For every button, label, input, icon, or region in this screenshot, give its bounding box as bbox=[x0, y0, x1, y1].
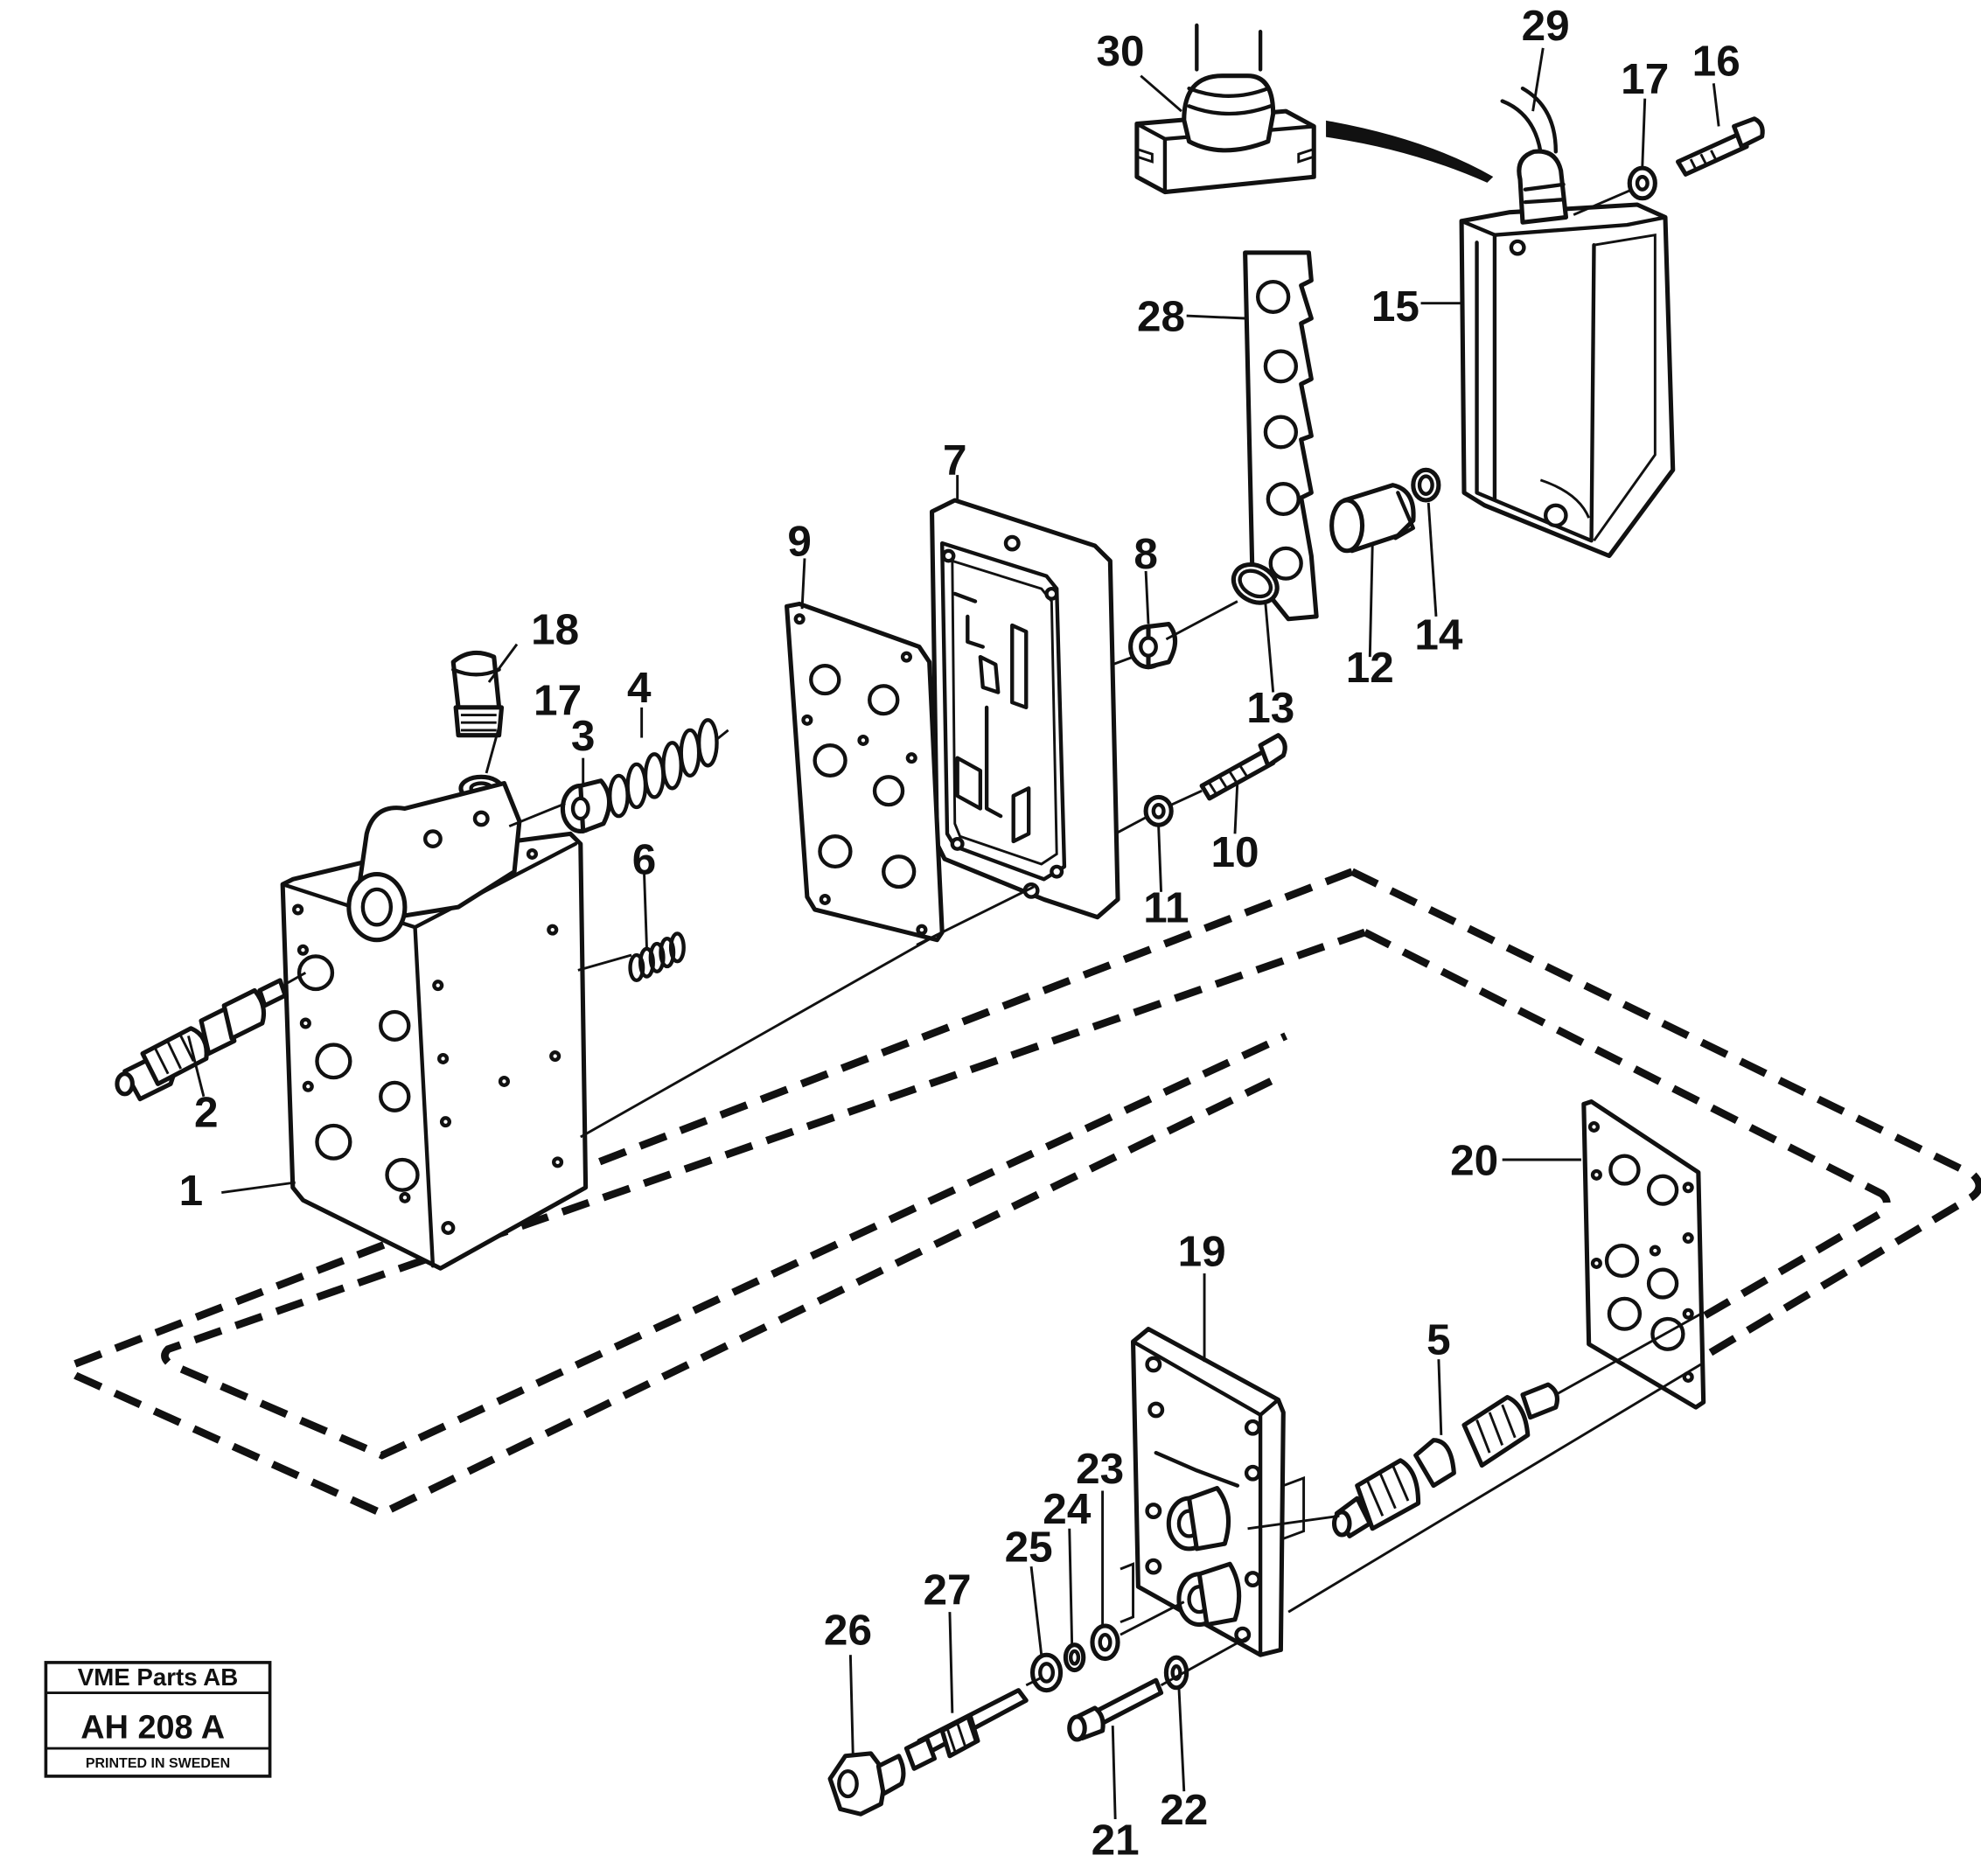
label-part-13: 13 bbox=[1246, 684, 1294, 732]
part-number-labels: 1 2 3 4 5 6 7 8 9 10 11 12 13 14 15 16 1… bbox=[179, 2, 1740, 1864]
label-part-26: 26 bbox=[824, 1607, 872, 1655]
label-part-29: 29 bbox=[1522, 2, 1570, 50]
label-part-17-mid: 17 bbox=[534, 677, 582, 725]
part-14-circlip bbox=[1411, 467, 1441, 503]
label-part-4: 4 bbox=[627, 664, 652, 712]
label-part-18: 18 bbox=[531, 606, 579, 654]
label-part-27: 27 bbox=[923, 1566, 971, 1614]
leader-lines bbox=[187, 47, 1720, 1820]
label-part-23: 23 bbox=[1076, 1445, 1124, 1493]
part-24-ring bbox=[1063, 1642, 1086, 1673]
part-15-housing bbox=[1459, 86, 1676, 559]
part-17-washer-top bbox=[1573, 165, 1657, 216]
label-part-2: 2 bbox=[194, 1089, 219, 1137]
label-part-20: 20 bbox=[1450, 1137, 1498, 1185]
label-part-10: 10 bbox=[1210, 828, 1259, 876]
part-20-gasket-plate bbox=[1581, 1099, 1706, 1410]
part-11-washer bbox=[1143, 794, 1174, 827]
label-part-12: 12 bbox=[1346, 644, 1394, 692]
part-8-bushing bbox=[1128, 622, 1178, 670]
part-12-plug bbox=[1329, 483, 1416, 554]
label-part-9: 9 bbox=[787, 518, 812, 566]
part-30-connector-plug bbox=[1134, 23, 1494, 195]
label-part-6: 6 bbox=[632, 836, 657, 884]
part-19-end-cover bbox=[1120, 1327, 1306, 1657]
part-23-seal bbox=[1090, 1623, 1120, 1662]
label-part-8: 8 bbox=[1133, 530, 1158, 578]
part-4-spring bbox=[608, 718, 729, 819]
stamp-printed: PRINTED IN SWEDEN bbox=[86, 1756, 230, 1771]
label-part-17-top: 17 bbox=[1621, 55, 1669, 103]
part-3-seal bbox=[560, 778, 612, 833]
label-part-5: 5 bbox=[1426, 1316, 1451, 1364]
label-part-3: 3 bbox=[571, 712, 596, 760]
part-13-o-ring bbox=[1231, 561, 1280, 605]
label-part-22: 22 bbox=[1160, 1786, 1208, 1834]
assembly-dashed-path bbox=[66, 868, 1981, 1518]
part-16-bolt bbox=[1676, 116, 1765, 177]
stamp-code: AH 208 A bbox=[80, 1709, 225, 1746]
label-part-25: 25 bbox=[1005, 1524, 1053, 1572]
part-28-gasket-strip bbox=[1243, 250, 1319, 622]
part-10-bolt bbox=[1199, 733, 1287, 801]
label-part-11: 11 bbox=[1143, 884, 1189, 932]
part-27-pin bbox=[903, 1688, 1029, 1771]
label-part-28: 28 bbox=[1137, 293, 1185, 341]
part-25-washer bbox=[1029, 1652, 1064, 1693]
label-part-21: 21 bbox=[1092, 1817, 1140, 1865]
stamp-company: VME Parts AB bbox=[78, 1663, 238, 1691]
part-5-spool bbox=[1331, 1382, 1559, 1538]
label-part-1: 1 bbox=[179, 1167, 204, 1215]
part-9-gasket-plate bbox=[785, 601, 945, 943]
label-part-16: 16 bbox=[1692, 38, 1740, 86]
label-part-24: 24 bbox=[1043, 1485, 1092, 1533]
parts-catalog-stamp: VME Parts AB AH 208 A PRINTED IN SWEDEN bbox=[44, 1661, 272, 1778]
part-6-spring bbox=[628, 931, 686, 983]
label-part-19: 19 bbox=[1178, 1228, 1226, 1276]
label-part-14: 14 bbox=[1414, 611, 1463, 659]
label-part-30: 30 bbox=[1096, 27, 1144, 75]
part-7-cover-plate bbox=[929, 498, 1120, 920]
label-part-15: 15 bbox=[1371, 282, 1419, 331]
part-18-sensor bbox=[450, 650, 505, 738]
part-21-bolt bbox=[1067, 1677, 1164, 1742]
part-26-plug bbox=[827, 1751, 906, 1817]
label-part-7: 7 bbox=[943, 436, 967, 485]
part-1-valve-body bbox=[280, 781, 589, 1271]
